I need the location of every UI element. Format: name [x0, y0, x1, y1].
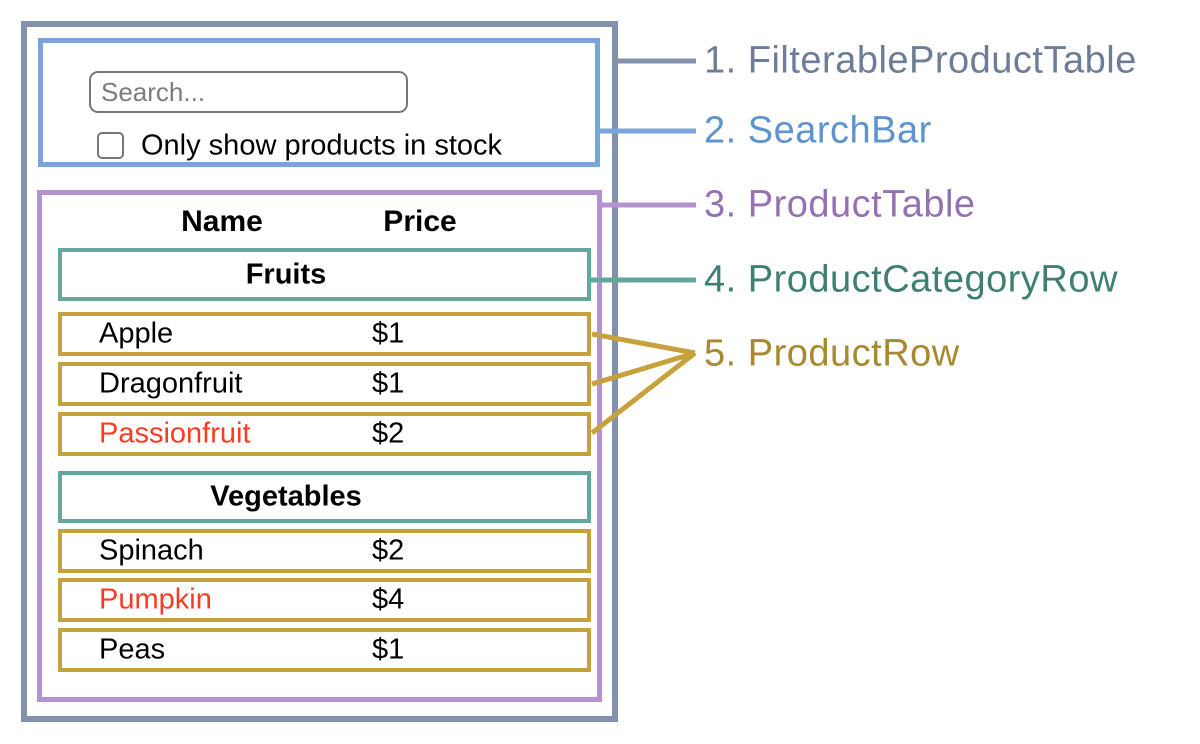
legend-label-product-row: 5. ProductRow [704, 332, 960, 375]
legend-label-search-bar: 2. SearchBar [704, 109, 932, 152]
product-price: $1 [372, 633, 405, 666]
product-name: Passionfruit [99, 417, 251, 450]
product-category-row-vegetables: Vegetables [58, 471, 591, 523]
product-name: Spinach [99, 534, 204, 567]
product-category-row-fruits: Fruits [58, 248, 591, 301]
product-row-dragonfruit: Dragonfruit $1 [58, 362, 591, 406]
product-price: $2 [372, 534, 405, 567]
product-name: Apple [99, 317, 174, 350]
in-stock-checkbox[interactable] [97, 132, 124, 159]
legend-label-product-category-row: 4. ProductCategoryRow [704, 258, 1118, 301]
legend-label-filterable-product-table: 1. FilterableProductTable [704, 39, 1137, 82]
product-row-apple: Apple $1 [58, 312, 591, 356]
product-row-peas: Peas $1 [58, 628, 591, 672]
product-name: Pumpkin [99, 583, 212, 616]
product-row-spinach: Spinach $2 [58, 529, 591, 573]
product-row-pumpkin: Pumpkin $4 [58, 578, 591, 622]
product-price: $2 [372, 417, 405, 450]
product-name: Peas [99, 633, 166, 666]
search-input[interactable] [89, 71, 408, 113]
category-label: Fruits [245, 258, 327, 290]
column-header-price: Price [383, 205, 457, 238]
product-name: Dragonfruit [99, 367, 243, 400]
legend-label-product-table: 3. ProductTable [704, 183, 976, 226]
product-price: $4 [372, 583, 405, 616]
product-price: $1 [372, 367, 405, 400]
in-stock-checkbox-label: Only show products in stock [141, 129, 503, 162]
product-price: $1 [372, 317, 405, 350]
category-label: Vegetables [210, 480, 362, 513]
column-header-name: Name [181, 205, 263, 238]
product-row-passionfruit: Passionfruit $2 [58, 412, 591, 456]
